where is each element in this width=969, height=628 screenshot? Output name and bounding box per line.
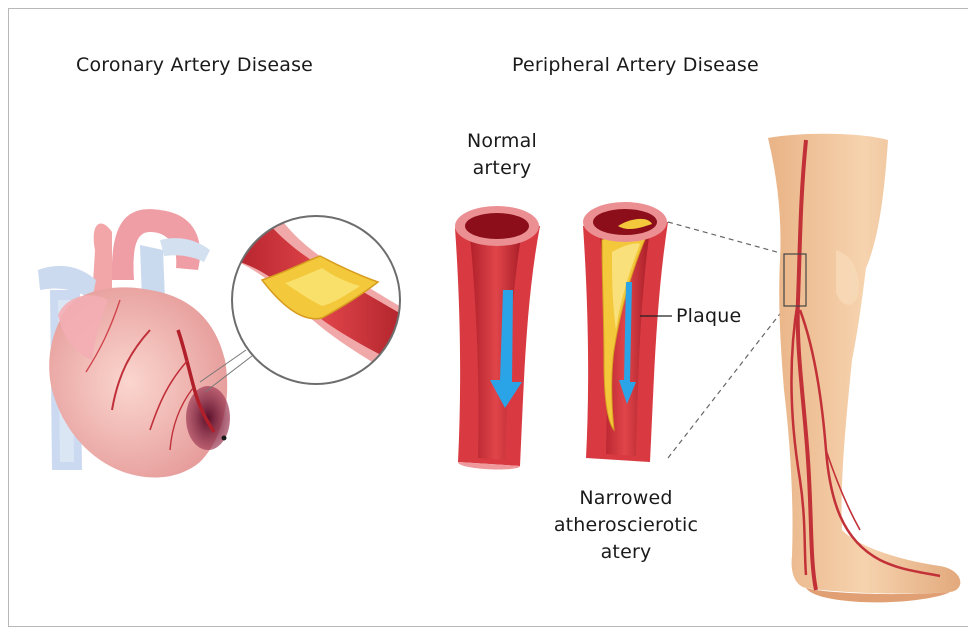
peripheral-title: Peripheral Artery Disease: [512, 52, 759, 79]
narrowed-artery-label-line2: atheroscierotic: [528, 512, 724, 539]
narrowed-artery: [583, 202, 672, 462]
narrowed-artery-label: Narrowed atheroscierotic atery: [528, 485, 724, 566]
leg-illustration: [768, 134, 960, 603]
coronary-title: Coronary Artery Disease: [76, 52, 313, 79]
normal-artery: [455, 206, 540, 469]
magnified-artery-circle: [220, 210, 420, 390]
normal-artery-label-line1: Normal: [458, 128, 546, 155]
normal-artery-label-line2: artery: [458, 155, 546, 182]
narrowed-artery-label-line3: atery: [528, 539, 724, 566]
narrowed-artery-label-line1: Narrowed: [528, 485, 724, 512]
heart-illustration: [38, 209, 230, 477]
normal-artery-label: Normal artery: [458, 128, 546, 182]
plaque-label: Plaque: [676, 303, 741, 330]
